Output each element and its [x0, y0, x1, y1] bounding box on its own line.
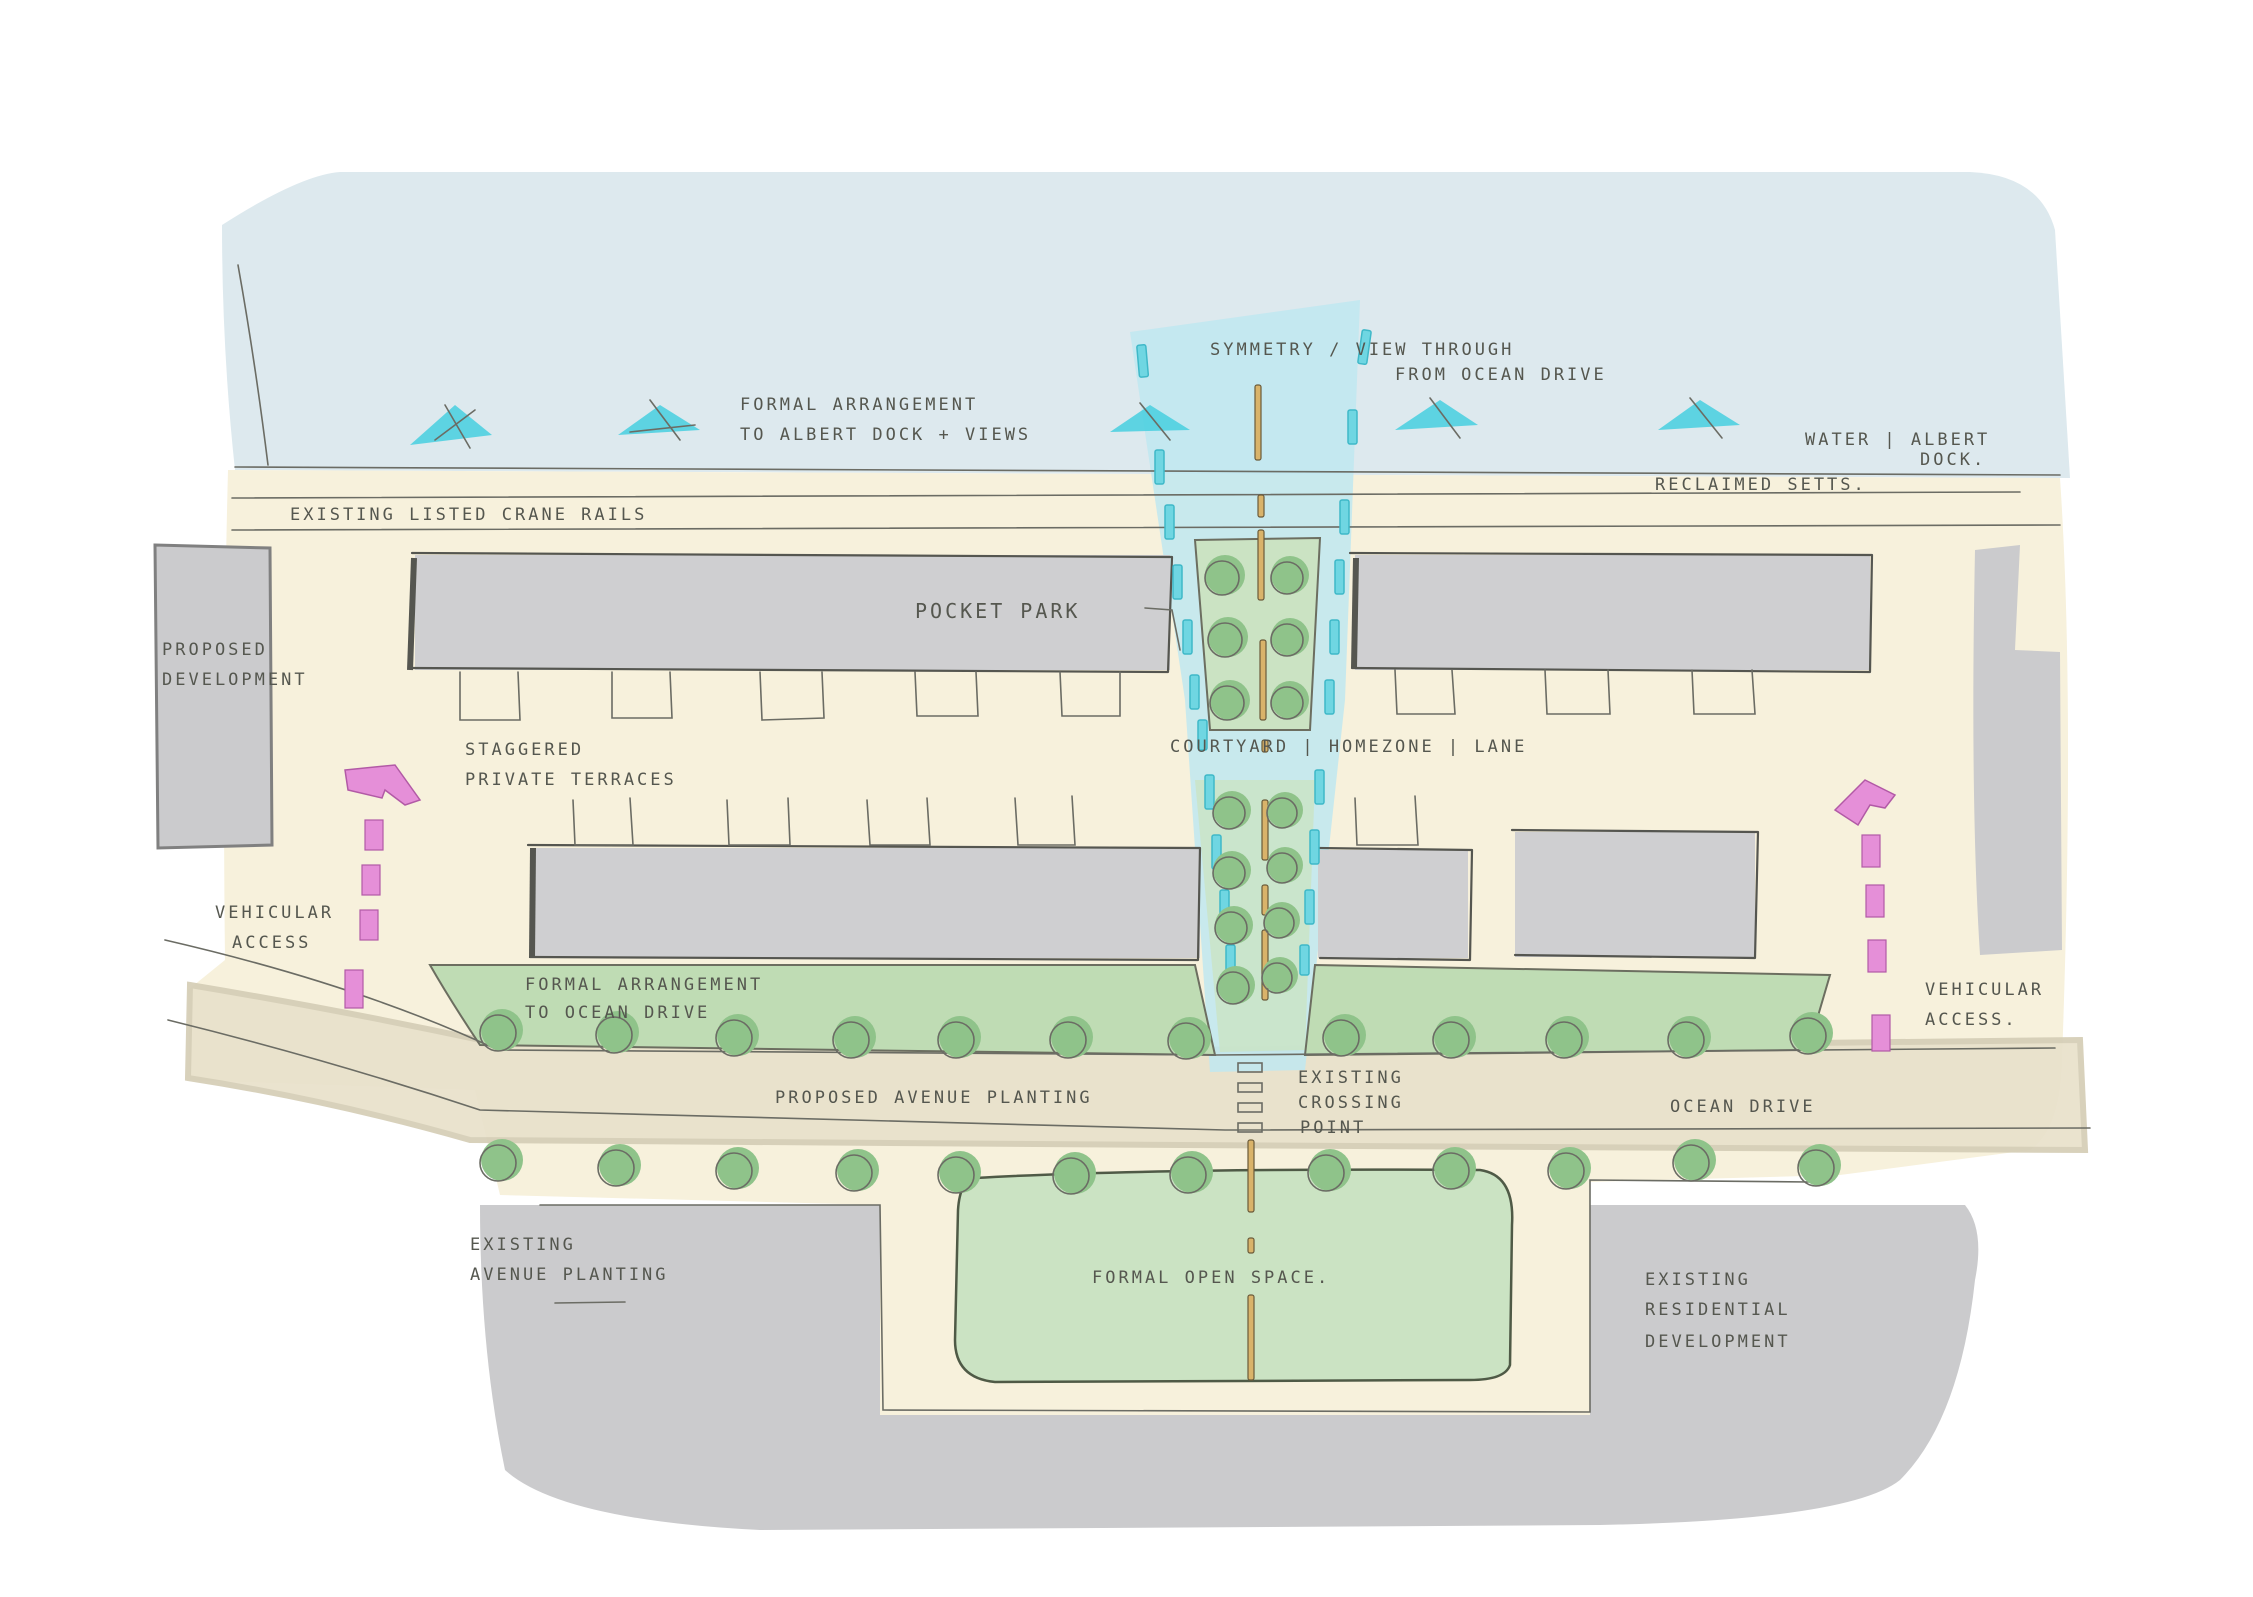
tree-icon	[1547, 1147, 1591, 1190]
label-water: dock.	[1920, 450, 1986, 470]
label-vehicular-access-left: access	[232, 933, 311, 953]
label-symmetry: symmetry / view through	[1210, 340, 1514, 360]
label-existing-residential: existing	[1645, 1270, 1751, 1290]
label-crossing-point: point	[1300, 1118, 1366, 1138]
label-courtyard: courtyard | homezone | lane	[1170, 737, 1527, 757]
terrace-block-south-middle	[1316, 846, 1474, 962]
tree-icon	[1545, 1016, 1589, 1059]
label-existing-residential: residential	[1645, 1300, 1791, 1320]
view-triangle-icon	[618, 399, 700, 441]
tree-icon	[1209, 680, 1250, 721]
tree-icon	[1216, 966, 1255, 1005]
tree-icon	[1261, 957, 1298, 994]
label-vehicular-access-right: vehicular	[1925, 980, 2044, 1000]
private-terraces	[459, 669, 1756, 846]
proposed-development-block	[153, 543, 274, 850]
tree-icon	[597, 1144, 641, 1187]
view-triangle-icon	[1395, 397, 1478, 439]
tree-icon	[1266, 847, 1303, 884]
tree-icon	[1169, 1151, 1213, 1194]
tree-icon	[1270, 681, 1309, 720]
ocean-drive-road	[184, 981, 2089, 1154]
label-existing-avenue: avenue planting	[470, 1265, 669, 1285]
label-pocket-park: pocket park	[915, 599, 1080, 623]
tree-icon	[1052, 1152, 1096, 1195]
view-corridor-dashes	[1136, 329, 1372, 976]
view-triangle-icon	[410, 404, 492, 449]
tree-icon	[715, 1014, 759, 1057]
access-arrow-icon	[1833, 779, 1897, 1052]
label-vehicular-access-left: vehicular	[215, 903, 334, 923]
label-staggered-terraces: staggered	[465, 740, 584, 760]
label-proposed-development: development	[162, 670, 308, 690]
tree-icon	[595, 1011, 639, 1054]
crane-rail-north	[231, 491, 2021, 499]
tree-icon	[1212, 791, 1251, 830]
tree-icon	[832, 1016, 876, 1059]
label-proposed-avenue: proposed avenue planting	[775, 1088, 1093, 1108]
tree-icon	[1049, 1016, 1093, 1059]
tree-icon	[1307, 1149, 1351, 1192]
terrace-block-north-east	[1348, 551, 1874, 674]
access-arrow-icon	[344, 764, 422, 1009]
tree-icon	[1270, 618, 1309, 657]
tree-icon	[937, 1151, 981, 1194]
tree-icon	[1212, 851, 1251, 890]
label-ocean-drive: ocean drive	[1670, 1097, 1816, 1117]
underline-mark	[554, 1301, 626, 1304]
tree-icon	[715, 1147, 759, 1190]
crossing-point-stripes	[1237, 1062, 1263, 1133]
dock-wall-line	[237, 264, 269, 466]
crane-rail-south	[231, 524, 2061, 531]
label-crossing-point: crossing	[1298, 1093, 1404, 1113]
label-crossing-point: existing	[1298, 1068, 1404, 1088]
label-staggered-terraces: private terraces	[465, 770, 677, 790]
tree-icon	[1204, 555, 1245, 596]
tree-icon	[479, 1009, 523, 1052]
label-crane-rails: existing listed crane rails	[290, 505, 647, 525]
tree-icon	[1432, 1016, 1476, 1059]
existing-building-right	[1973, 545, 2062, 955]
tree-icon	[1432, 1147, 1476, 1190]
terrace-block-south-west	[526, 843, 1202, 962]
view-triangle-icon	[1658, 397, 1740, 439]
label-formal-open-space: formal open space.	[1092, 1268, 1330, 1288]
tree-icon	[479, 1139, 523, 1182]
tree-icon	[1322, 1014, 1366, 1057]
terrace-block-north-west	[407, 551, 1174, 674]
label-vehicular-access-right: access.	[1925, 1010, 2018, 1030]
tree-icon	[1266, 792, 1303, 829]
tree-icon	[1270, 556, 1309, 595]
tree-icon	[1214, 906, 1253, 945]
label-formal-arrangement-dock: formal arrangement	[740, 395, 978, 415]
label-formal-arrangement-ocean: formal arrangement	[525, 975, 763, 995]
tree-icon	[1207, 617, 1248, 658]
tree-icon	[1667, 1016, 1711, 1059]
central-axis-markers	[1247, 384, 1269, 1381]
water-edge-line	[234, 466, 2061, 476]
tree-icon	[1167, 1017, 1211, 1060]
existing-development-edge	[539, 1179, 1811, 1413]
tree-icon	[1672, 1139, 1716, 1182]
label-symmetry: from ocean drive	[1395, 365, 1607, 385]
label-existing-avenue: existing	[470, 1235, 576, 1255]
water-area	[222, 172, 2070, 478]
tree-icon	[937, 1016, 981, 1059]
label-proposed-development: proposed	[162, 640, 268, 660]
tree-icon	[1263, 902, 1300, 939]
terrace-block-south-east	[1510, 828, 1760, 960]
label-formal-arrangement-dock: to albert dock + views	[740, 425, 1031, 445]
road-edge-south	[167, 1019, 2091, 1131]
label-water: water | albert	[1805, 430, 1990, 450]
label-existing-residential: development	[1645, 1332, 1791, 1352]
pocket-park-pointer	[1144, 607, 1181, 651]
tree-icon	[835, 1149, 879, 1192]
label-formal-arrangement-ocean: to ocean drive	[525, 1003, 710, 1023]
label-reclaimed-setts: reclaimed setts.	[1655, 475, 1867, 495]
tree-icon	[1789, 1012, 1833, 1055]
view-triangle-icon	[1110, 402, 1190, 441]
trees	[479, 555, 1841, 1195]
tree-icon	[1797, 1144, 1841, 1187]
